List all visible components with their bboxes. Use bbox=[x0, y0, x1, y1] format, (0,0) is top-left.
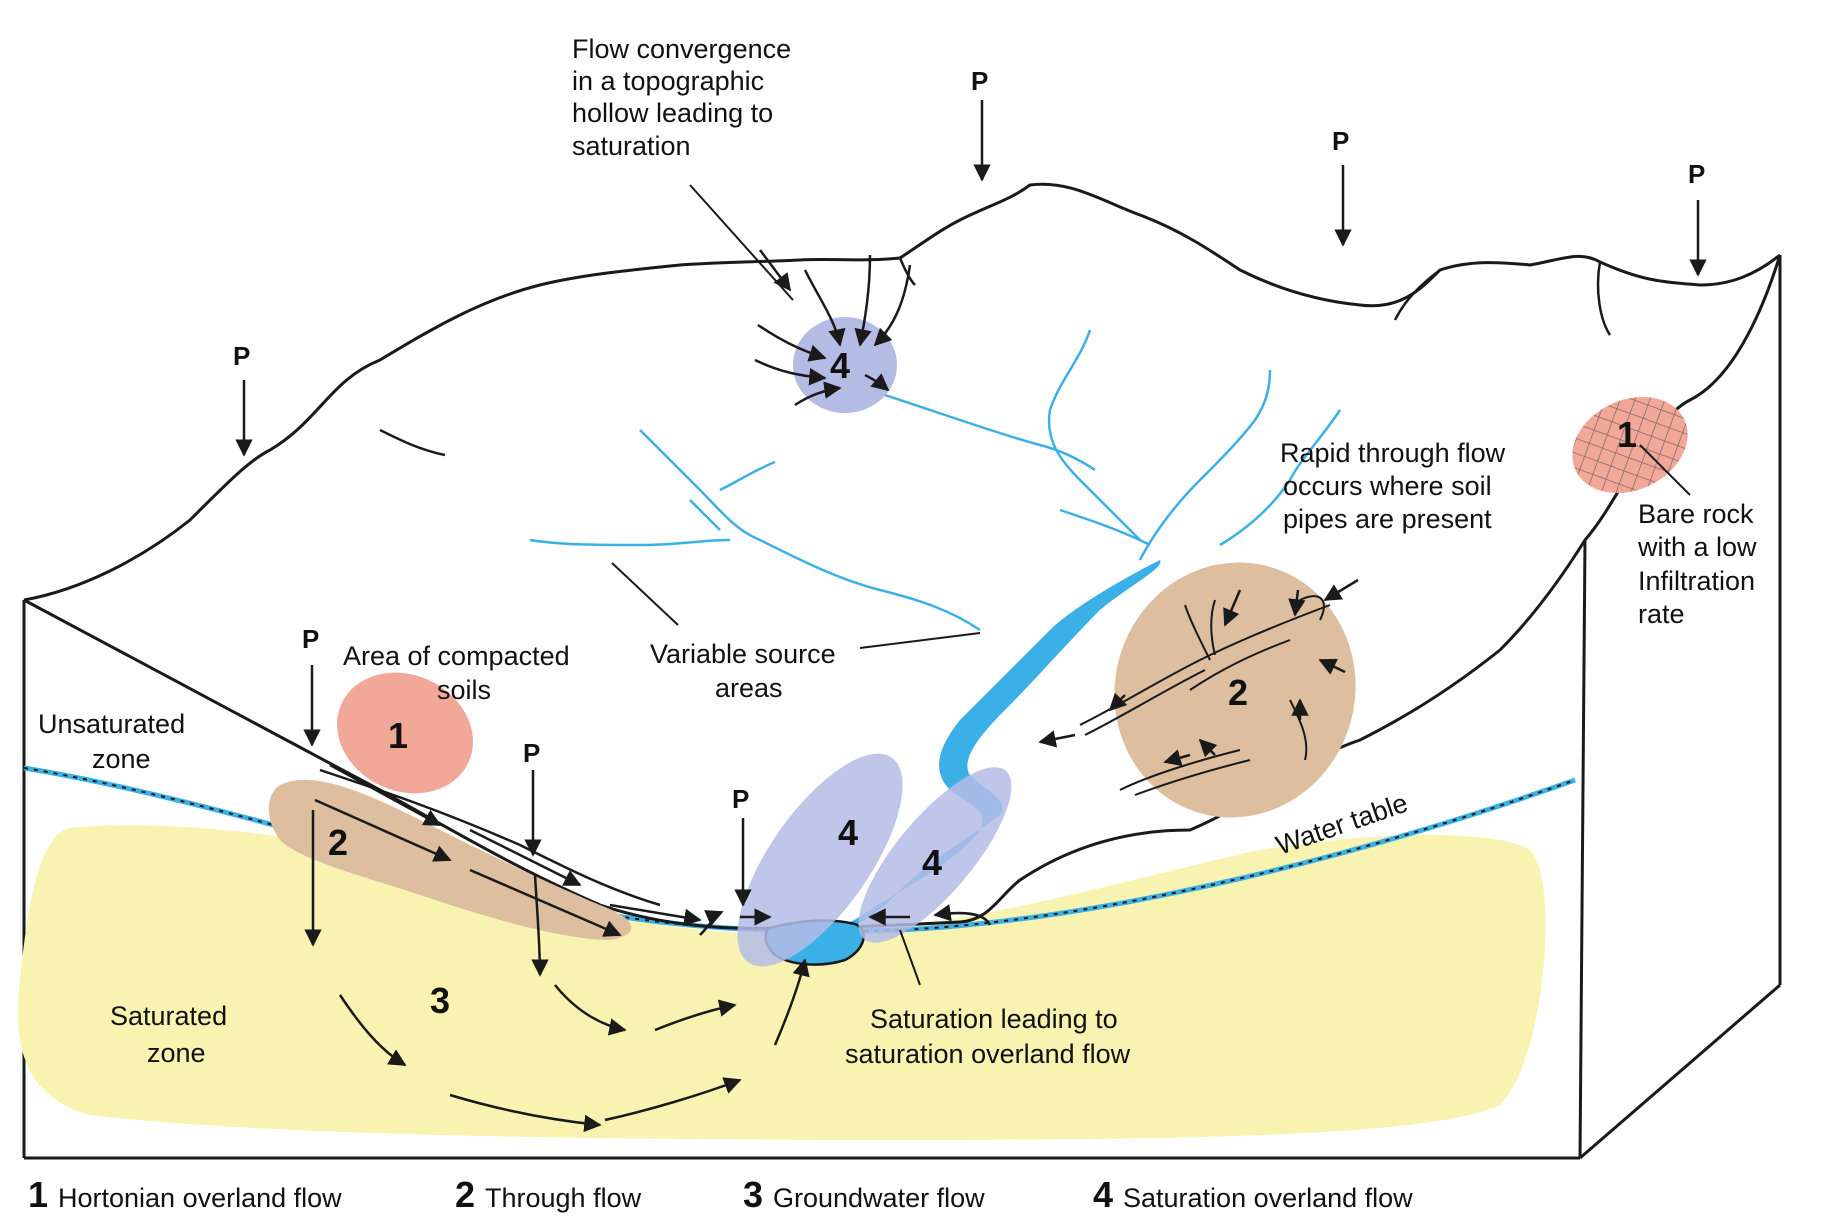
precipitation-label: P bbox=[233, 341, 250, 371]
ground-surface bbox=[23, 254, 1782, 930]
saturated-zone-line-1: Saturated bbox=[110, 1001, 227, 1031]
number-4-hollow: 4 bbox=[830, 345, 850, 386]
precipitation-label: P bbox=[971, 66, 988, 96]
bare-rock-line-1: Bare rock bbox=[1638, 499, 1754, 529]
flow-convergence-line-1: Flow convergence bbox=[572, 34, 791, 64]
block-outline bbox=[22, 255, 1782, 1160]
precipitation-label: P bbox=[523, 738, 540, 768]
flow-convergence-line-3: hollow leading to bbox=[572, 98, 773, 128]
unsaturated-zone-line-2: zone bbox=[92, 744, 151, 774]
precipitation-label: P bbox=[1688, 159, 1705, 189]
rapid-through-flow-label: Rapid through flow occurs where soil pip… bbox=[1280, 438, 1506, 534]
flow-convergence-line-4: saturation bbox=[572, 131, 691, 161]
leader-lines bbox=[611, 184, 1691, 986]
number-1-bare-rock: 1 bbox=[1617, 414, 1637, 455]
bare-rock-line-2: with a low bbox=[1637, 532, 1757, 562]
saturation-leading-line-2: saturation overland flow bbox=[845, 1039, 1131, 1069]
precipitation-labels: P P P P P P P bbox=[233, 66, 1705, 814]
compacted-soils-label: Area of compacted soils bbox=[343, 641, 570, 705]
number-4-left: 4 bbox=[838, 812, 858, 853]
bare-rock-line-3: Infiltration bbox=[1638, 566, 1755, 596]
saturation-leading-label: Saturation leading to saturation overlan… bbox=[845, 1004, 1131, 1069]
flow-convergence-label: Flow convergence in a topographic hollow… bbox=[572, 34, 791, 161]
precipitation-label: P bbox=[732, 784, 749, 814]
number-3-groundwater: 3 bbox=[430, 980, 450, 1021]
legend: 1 Hortonian overland flow 2 Through flow… bbox=[28, 1174, 1413, 1215]
rapid-through-flow-line-1: Rapid through flow bbox=[1280, 438, 1506, 468]
saturation-leading-line-1: Saturation leading to bbox=[870, 1004, 1118, 1034]
compacted-soils-line-2: soils bbox=[437, 675, 491, 705]
saturated-zone-label: Saturated zone bbox=[110, 1001, 227, 1068]
number-4-right: 4 bbox=[922, 842, 942, 883]
number-2-soil-pipes: 2 bbox=[1228, 672, 1248, 713]
flow-arrows bbox=[235, 100, 1707, 1133]
compacted-soil-area bbox=[336, 672, 474, 794]
number-1-compacted: 1 bbox=[388, 715, 408, 756]
rapid-through-flow-line-3: pipes are present bbox=[1283, 504, 1492, 534]
variable-source-label: Variable source areas bbox=[650, 639, 836, 703]
saturation-area-left bbox=[737, 753, 903, 967]
legend-label: Groundwater flow bbox=[773, 1183, 985, 1213]
flow-convergence-line-2: in a topographic bbox=[572, 66, 764, 96]
bare-rock-line-4: rate bbox=[1638, 599, 1685, 629]
unsaturated-zone-label: Unsaturated zone bbox=[38, 709, 185, 774]
legend-number: 1 bbox=[28, 1174, 48, 1215]
unsaturated-zone-line-1: Unsaturated bbox=[38, 709, 185, 739]
precipitation-label: P bbox=[302, 624, 319, 654]
ridge-line bbox=[23, 182, 1781, 602]
bare-rock-label: Bare rock with a low Infiltration rate bbox=[1637, 499, 1757, 629]
rapid-through-flow-line-2: occurs where soil bbox=[1283, 471, 1492, 501]
legend-label: Hortonian overland flow bbox=[58, 1183, 342, 1213]
bare-rock-area bbox=[1572, 396, 1688, 494]
precipitation-label: P bbox=[1332, 126, 1349, 156]
legend-number: 3 bbox=[743, 1174, 763, 1215]
legend-label: Saturation overland flow bbox=[1123, 1183, 1413, 1213]
number-2-through-flow: 2 bbox=[328, 822, 348, 863]
saturated-zone-line-2: zone bbox=[147, 1038, 206, 1068]
variable-source-line-2: areas bbox=[715, 673, 783, 703]
variable-source-line-1: Variable source bbox=[650, 639, 836, 669]
ridge-spurs bbox=[379, 257, 1612, 457]
legend-label: Through flow bbox=[485, 1183, 642, 1213]
compacted-soils-line-1: Area of compacted bbox=[343, 641, 570, 671]
stream-network bbox=[529, 329, 1342, 632]
legend-number: 2 bbox=[455, 1174, 475, 1215]
saturation-area-right bbox=[858, 767, 1012, 943]
legend-number: 4 bbox=[1093, 1174, 1113, 1215]
zone-numbers: 4 1 1 2 2 4 4 3 bbox=[328, 345, 1637, 1021]
